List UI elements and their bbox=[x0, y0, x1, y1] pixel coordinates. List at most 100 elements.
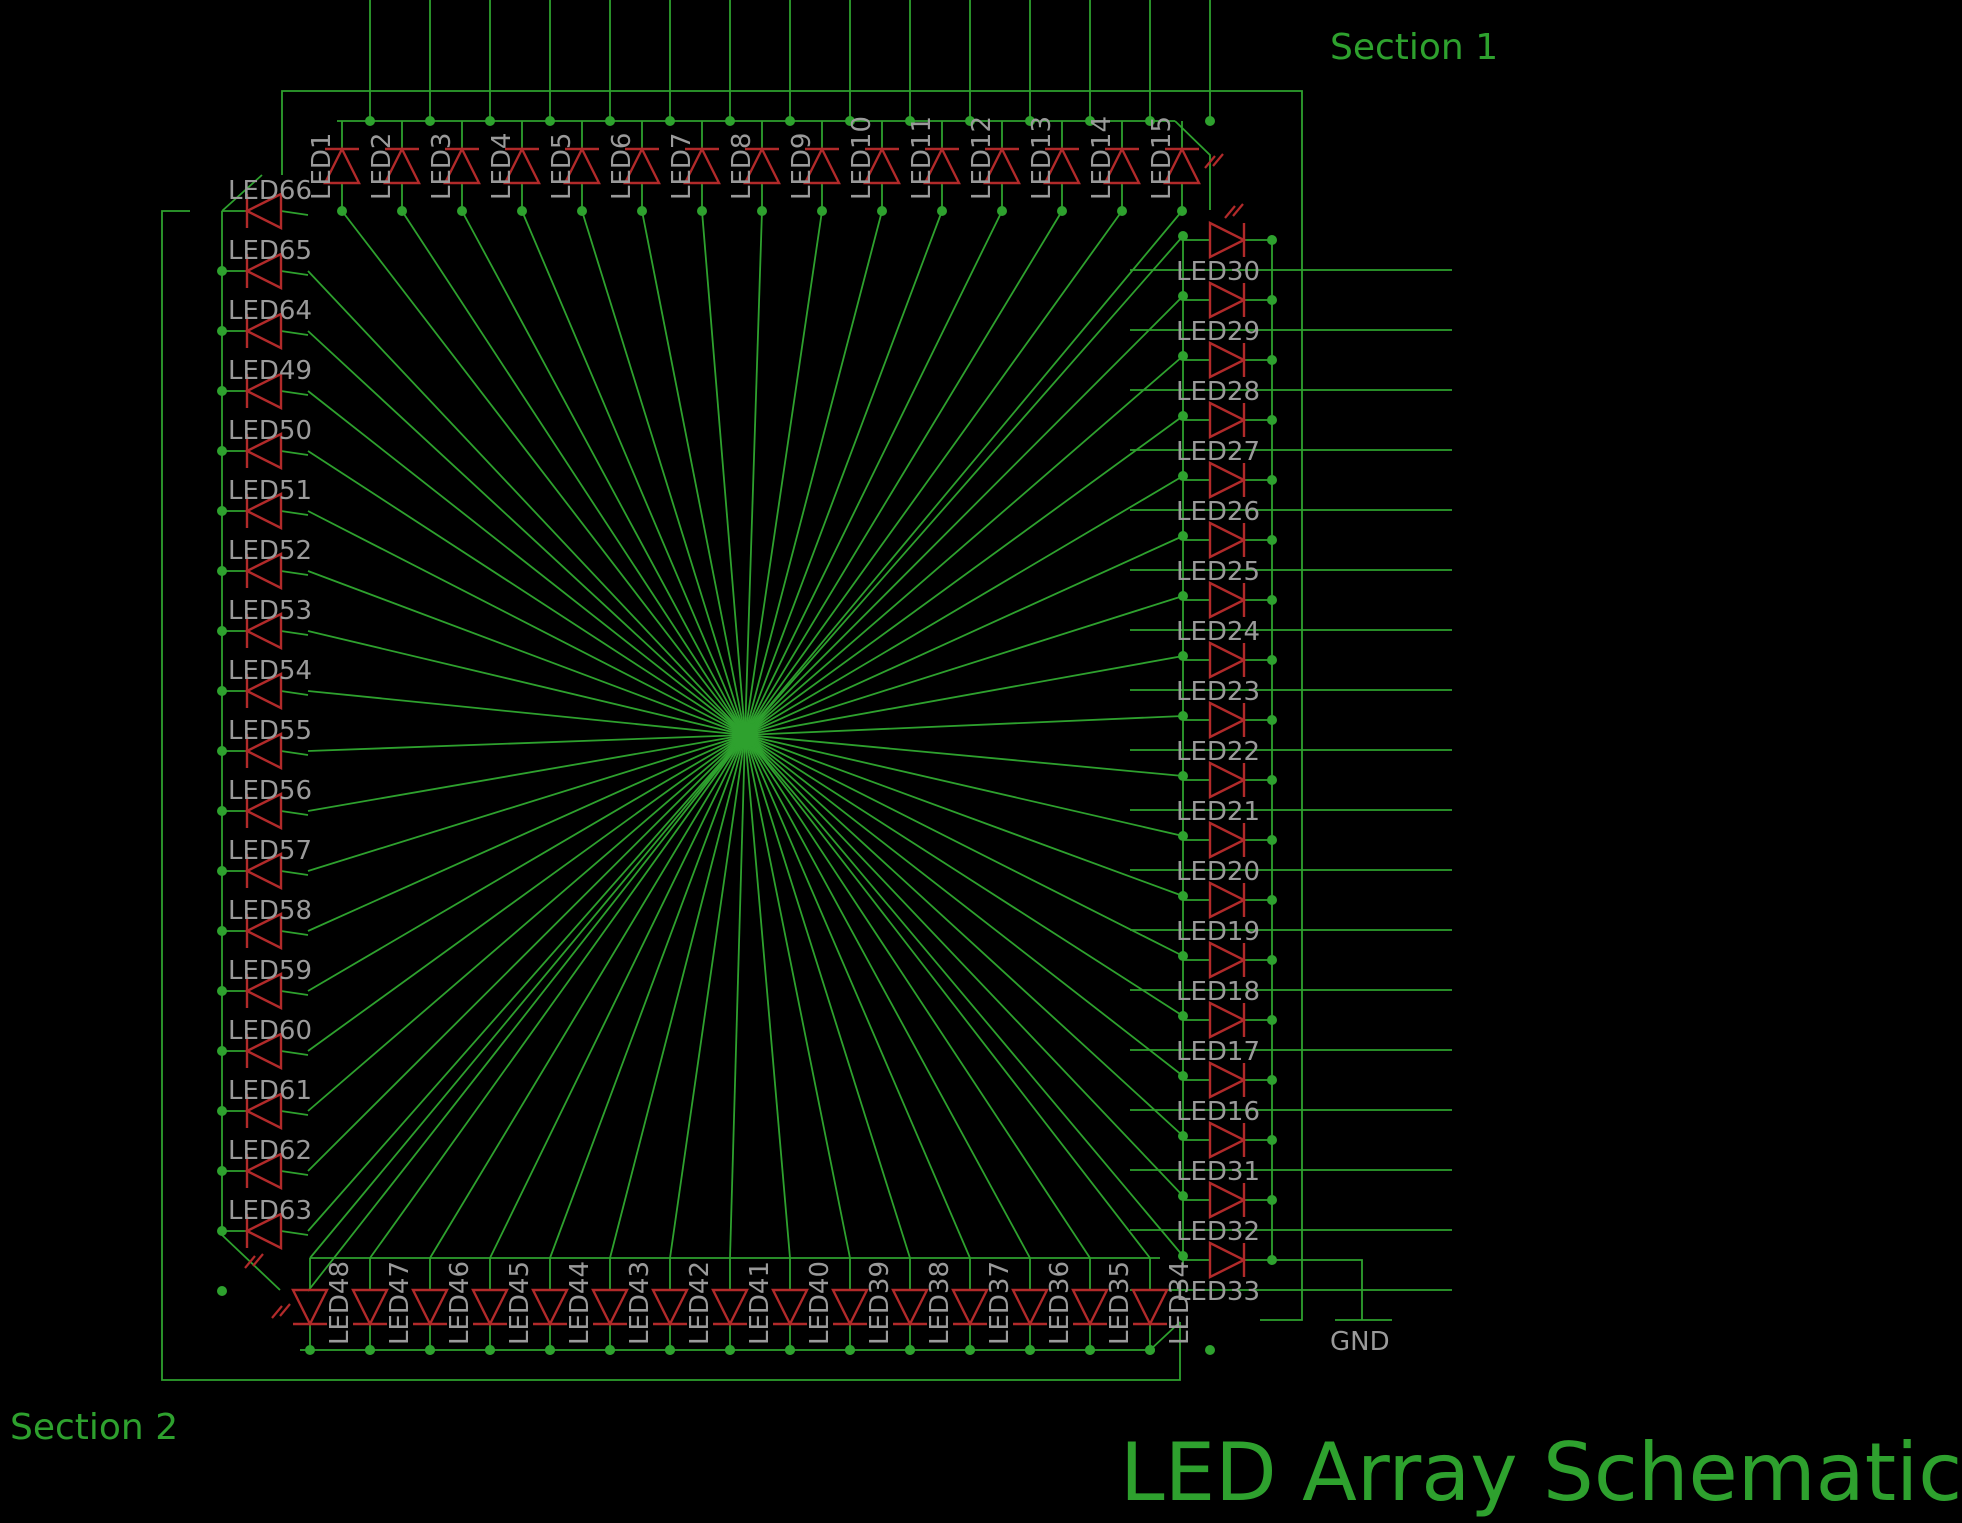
bottom-radial-wire bbox=[744, 734, 1031, 1259]
led-label-right-12: LED19 bbox=[1176, 917, 1260, 947]
top-radial-wire bbox=[744, 210, 763, 736]
left-radial-wire bbox=[307, 630, 746, 736]
led-label-right-2: LED29 bbox=[1176, 317, 1260, 347]
left-radial-wire bbox=[307, 734, 746, 1232]
led-label-bottom-1: LED48 bbox=[325, 1261, 355, 1345]
led-left-9 bbox=[244, 672, 283, 710]
diode-triangle bbox=[244, 1212, 283, 1250]
led-label-right-8: LED23 bbox=[1176, 677, 1260, 707]
bottom-radial-wire bbox=[549, 734, 746, 1259]
led-label-right-15: LED16 bbox=[1176, 1097, 1260, 1127]
led-label-left-15: LED60 bbox=[228, 1016, 312, 1046]
section-1-bus bbox=[281, 90, 1303, 1321]
right-radial-wire bbox=[744, 734, 1184, 1077]
led-right-11 bbox=[1208, 821, 1247, 859]
left-led-lead bbox=[280, 1170, 309, 1176]
diode-triangle bbox=[891, 1288, 929, 1327]
emission-arrow bbox=[1212, 153, 1224, 167]
led-bottom-1 bbox=[291, 1288, 329, 1327]
diode-triangle bbox=[1208, 1001, 1247, 1039]
emission-arrow bbox=[279, 1303, 291, 1317]
led-label-top-9: LED9 bbox=[787, 133, 817, 200]
led-label-left-10: LED55 bbox=[228, 716, 312, 746]
right-radial-wire bbox=[744, 535, 1184, 736]
led-right-14 bbox=[1208, 1001, 1247, 1039]
diode-triangle bbox=[1208, 461, 1247, 499]
left-led-lead bbox=[280, 930, 309, 936]
led-label-bottom-8: LED41 bbox=[745, 1261, 775, 1345]
section-1-label: Section 1 bbox=[1330, 27, 1498, 68]
top-radial-wire bbox=[744, 210, 1003, 736]
led-label-right-3: LED28 bbox=[1176, 377, 1260, 407]
led-right-6 bbox=[1208, 521, 1247, 559]
left-led-lead bbox=[280, 330, 309, 336]
diode-triangle bbox=[1208, 1181, 1247, 1219]
diode-triangle bbox=[1208, 1121, 1247, 1159]
left-radial-wire bbox=[307, 734, 746, 752]
diode-triangle bbox=[351, 1288, 389, 1327]
led-top-12 bbox=[983, 146, 1021, 185]
led-right-13 bbox=[1208, 941, 1247, 979]
led-label-top-15: LED15 bbox=[1147, 116, 1177, 200]
led-top-13 bbox=[1043, 146, 1081, 185]
top-radial-wire bbox=[341, 210, 746, 736]
right-radial-wire bbox=[744, 295, 1184, 736]
gnd-lead bbox=[1272, 1259, 1363, 1320]
diode-triangle bbox=[623, 146, 661, 185]
bottom-radial-wire bbox=[744, 734, 791, 1259]
right-radial-wire bbox=[744, 734, 1184, 897]
diode-triangle bbox=[563, 146, 601, 185]
emission-arrow bbox=[1232, 203, 1244, 217]
diode-triangle bbox=[1011, 1288, 1049, 1327]
led-label-bottom-5: LED44 bbox=[565, 1261, 595, 1345]
diode-triangle bbox=[1163, 146, 1201, 185]
led-left-4 bbox=[244, 372, 283, 410]
led-label-right-11: LED20 bbox=[1176, 857, 1260, 887]
left-led-lead bbox=[280, 630, 309, 636]
diode-triangle bbox=[244, 1092, 283, 1130]
led-right-emission bbox=[1224, 203, 1244, 219]
led-label-left-9: LED54 bbox=[228, 656, 312, 686]
led-top-11 bbox=[923, 146, 961, 185]
led-label-bottom-15: LED34 bbox=[1165, 1261, 1195, 1345]
left-top-corner-wire bbox=[221, 174, 263, 212]
diode-triangle bbox=[831, 1288, 869, 1327]
led-label-bottom-12: LED37 bbox=[985, 1261, 1015, 1345]
led-left-7 bbox=[244, 552, 283, 590]
left-led-lead bbox=[280, 690, 309, 696]
diode-triangle bbox=[863, 146, 901, 185]
bottom-radial-wire bbox=[729, 734, 746, 1259]
led-top-1 bbox=[323, 146, 361, 185]
led-label-bottom-14: LED35 bbox=[1105, 1261, 1135, 1345]
led-right-4 bbox=[1208, 401, 1247, 439]
led-left-13 bbox=[244, 912, 283, 950]
right-radial-wire bbox=[744, 475, 1184, 736]
top-radial-wire bbox=[401, 210, 746, 736]
right-radial-wire bbox=[744, 715, 1184, 736]
diode-triangle bbox=[591, 1288, 629, 1327]
bottom-lower-rail bbox=[300, 1321, 1181, 1351]
diode-triangle bbox=[743, 146, 781, 185]
led-label-left-12: LED57 bbox=[228, 836, 312, 866]
led-bottom-5 bbox=[531, 1288, 569, 1327]
diode-triangle bbox=[1208, 701, 1247, 739]
led-bottom-15 bbox=[1131, 1288, 1169, 1327]
led-label-bottom-6: LED43 bbox=[625, 1261, 655, 1345]
bottom-radial-wire bbox=[744, 734, 971, 1259]
led-left-2 bbox=[244, 252, 283, 290]
led-top-6 bbox=[623, 146, 661, 185]
right-radial-wire bbox=[744, 734, 1184, 837]
led-left-15 bbox=[244, 1032, 283, 1070]
diode-triangle bbox=[531, 1288, 569, 1327]
diode-triangle bbox=[1208, 521, 1247, 559]
diode-triangle bbox=[244, 612, 283, 650]
led-left-emission bbox=[244, 1253, 264, 1269]
led-right-5 bbox=[1208, 461, 1247, 499]
diode-triangle bbox=[244, 732, 283, 770]
led-label-left-13: LED58 bbox=[228, 896, 312, 926]
led-label-right-10: LED21 bbox=[1176, 797, 1260, 827]
led-label-right-6: LED25 bbox=[1176, 557, 1260, 587]
emission-arrow bbox=[1224, 205, 1236, 219]
diode-triangle bbox=[1043, 146, 1081, 185]
led-label-bottom-13: LED36 bbox=[1045, 1261, 1075, 1345]
